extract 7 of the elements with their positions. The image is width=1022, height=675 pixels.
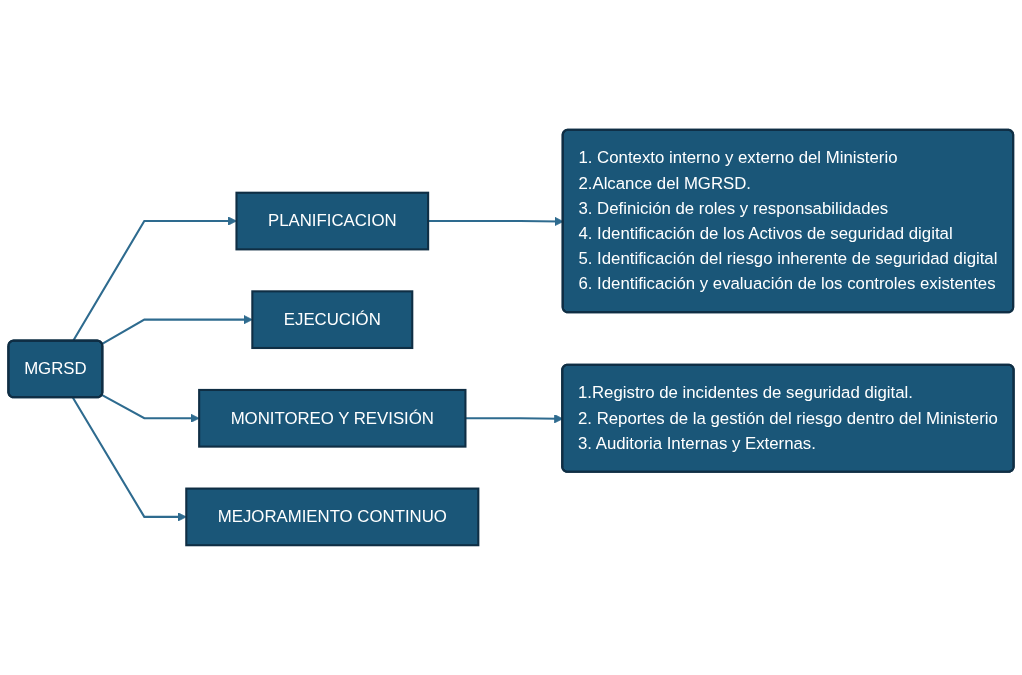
arrow bbox=[101, 315, 253, 345]
node-box: PLANIFICACION bbox=[235, 191, 430, 251]
arrow bbox=[101, 394, 200, 423]
node-box: MONITOREO Y REVISIÓN bbox=[198, 388, 467, 448]
node-box: MEJORAMIENTO CONTINUO bbox=[185, 487, 480, 547]
node-box: EJECUCIÓN bbox=[251, 290, 414, 350]
arrow bbox=[72, 397, 187, 522]
